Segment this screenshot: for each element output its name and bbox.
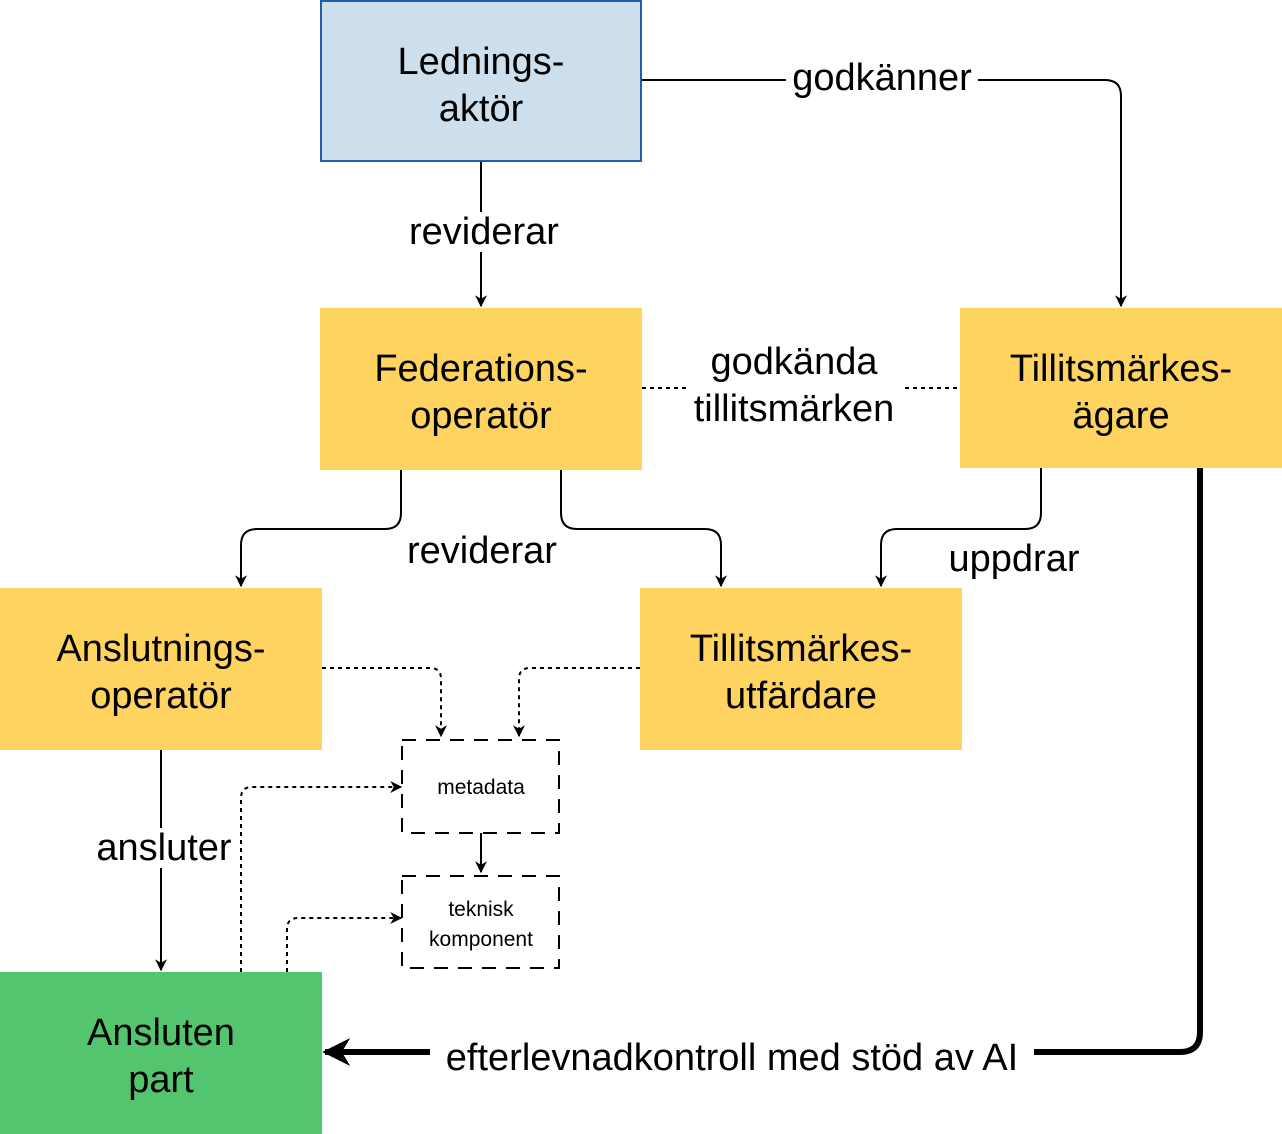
node-metadata[interactable]: metadata [401,739,560,834]
label-godkanner: godkänner [792,57,972,99]
node-label: teknisk [448,898,514,921]
edge-efterlevnad [322,468,1203,1066]
edge-federation-to-utfardare [560,470,727,588]
node-label: komponent [429,928,533,951]
node-label: operatör [410,395,552,437]
edge-ansluten-to-metadata [240,781,403,972]
label-godkanda: godkända [711,341,879,383]
node-label: operatör [90,675,232,717]
edge-federation-to-anslutning [235,470,402,588]
node-label: aktör [439,88,524,130]
label-uppdrar: uppdrar [949,538,1080,580]
edge-anslutning-to-metadata [322,667,447,738]
label-reviderar-top: reviderar [409,211,559,253]
node-label: metadata [437,776,525,799]
label-ansluter: ansluter [96,827,232,869]
edge-godkanner [641,79,1127,308]
node-ledningsaktor[interactable]: Lednings- aktör [320,0,642,162]
node-label: ägare [1072,395,1169,437]
node-teknisk-komponent[interactable]: teknisk komponent [401,875,560,969]
node-label: Anslutnings- [56,628,265,670]
edge-uppdrar [875,468,1042,588]
node-ansluten-part[interactable]: Ansluten part [0,972,322,1134]
node-label: utfärdare [725,675,877,717]
edge-utfardare-to-metadata [513,667,640,738]
node-label: Federations- [374,348,587,390]
node-label: Lednings- [398,41,565,83]
node-tillitsmarkesutfardare[interactable]: Tillitsmärkes- utfärdare [640,588,962,750]
edge-ansluten-to-teknisk [286,912,403,972]
label-reviderar-mid: reviderar [407,530,557,572]
node-label: part [128,1059,194,1101]
node-label: Tillitsmärkes- [1010,348,1232,390]
node-tillitsmarkesagare[interactable]: Tillitsmärkes- ägare [960,308,1282,468]
label-efterlevnad: efterlevnadkontroll med stöd av AI [446,1037,1018,1079]
node-federationsoperator[interactable]: Federations- operatör [320,308,642,470]
node-label: Tillitsmärkes- [690,628,912,670]
label-tillitsmarken: tillitsmärken [694,388,895,430]
node-anslutningsoperator[interactable]: Anslutnings- operatör [0,588,322,750]
node-label: Ansluten [87,1012,235,1054]
